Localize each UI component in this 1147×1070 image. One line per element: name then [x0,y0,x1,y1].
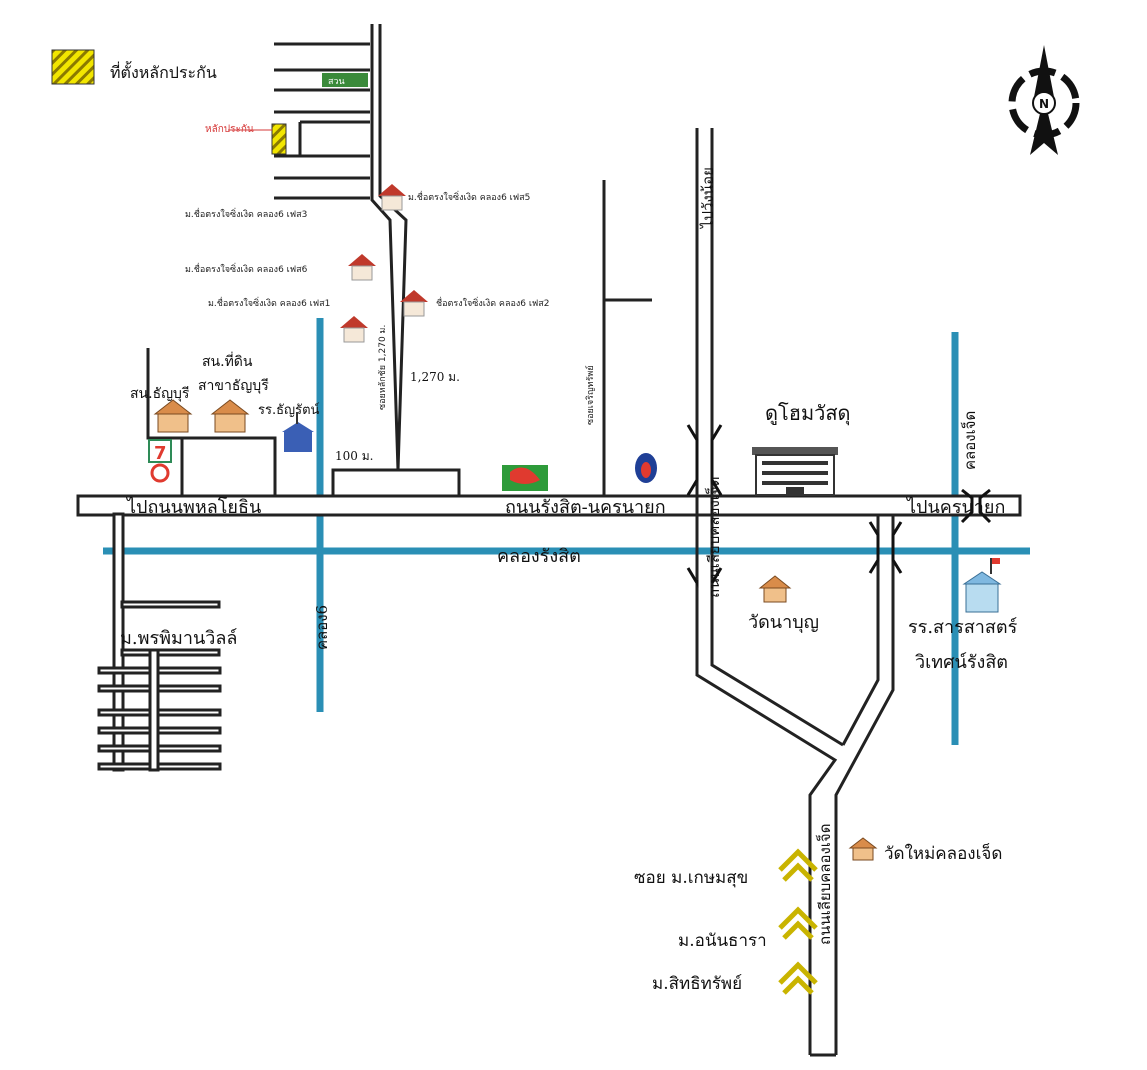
label-house-3: ม.ชื่อตรงใจซิ่งเงิด คลอง6 เฟส3 [185,207,307,220]
svg-text:7: 7 [154,443,167,464]
label-road-main-right: ไปนครนายก [905,496,1005,518]
label-road-main-center: ถนนรังสิต-นครนายก [505,497,666,518]
label-road-side: ซอยหลักชัย 1,270 ม. [378,325,388,410]
label-road-soi: ซอยเจริญทรัพย์ [584,365,596,425]
collateral-soi-lines [274,42,370,200]
collateral-marker-label: หลักประกัน [205,124,254,135]
label-house-2: ชื่อตรงใจซิ่งเงิด คลอง6 เฟส2 [436,296,550,309]
house-icon [340,184,428,343]
road-side-north [331,24,400,496]
label-office-1: สน.ธัญบุรี [130,386,190,402]
pornpiman-soi-lines [97,600,222,772]
label-office-2-line1: สน.ที่ดิน [202,352,253,370]
label-office-2-line2: สาขาธัญบุรี [198,378,269,394]
label-house-6: ม.ชื่อตรงใจซิ่งเงิด คลอง6 เฟส6 [185,262,308,275]
village-icon [778,848,818,995]
store-building-icon [752,447,838,496]
compass-letter: N [1039,97,1049,111]
bank-logo-icon [502,465,548,491]
label-school-left: รร.ธัญรัตน์ [258,402,320,418]
school-left-icon [282,412,314,452]
school-right-icon [962,558,1002,613]
north-compass: N [1008,45,1080,155]
label-road-main-left: ไปถนนพหลโยธิน [125,496,261,518]
park-tag-box [322,73,368,87]
label-road-north: ไปวังน้อย [699,167,717,229]
label-canal-7: คลองเจ็ด [960,411,979,470]
temple-icon [758,575,792,603]
collateral-plot [271,123,287,155]
label-canal-6: คลอง6 [313,605,331,650]
label-school-right-line2: วิเทศน์รังสิต [915,652,1008,673]
road-klong7 [695,128,838,1055]
legend-label: ที่ตั้งหลักประกัน [110,61,217,82]
label-house-5: ม.ชื่อตรงใจซิ่งเงิด คลอง6 เฟส5 [408,190,530,203]
temple-icon [848,837,878,861]
label-wat-mai: วัดใหม่คลองเจ็ด [884,842,1002,864]
road-rangsit-nakhonnayok [76,494,1022,517]
bridge-markers [686,424,992,589]
label-road-klong7-south: ถนนเลียบคลองเจ็ด [815,824,834,945]
seven-eleven-icon: 7 [148,439,172,483]
label-village-sitthi: ม.สิทธิทรัพย์ [652,974,742,994]
legend-swatch [51,49,95,85]
road-left-loop [146,348,277,496]
label-store: ดูโฮมวัสดุ [765,401,851,426]
label-house-1: ม.ชื่อตรงใจซิ่งเงิด คลอง6 เฟส1 [208,296,330,309]
land-office-icon [210,399,250,433]
office-icon [153,399,193,433]
legend: ที่ตั้งหลักประกัน [51,49,217,85]
label-school-right-line1: รร.สารสาสตร์ [908,617,1018,638]
label-wat-napbun: วัดนาบุญ [748,612,819,633]
label-dist-1270: 1,270 ม. [410,370,460,384]
label-village-anan: ม.อนันธารา [678,931,767,951]
label-dist-100: 100 ม. [335,449,373,463]
fuel-station-icon [635,453,657,483]
label-road-klong7: ถนนเลียบคลองเจ็ด [704,477,723,598]
label-soi-kasem: ซอย ม.เกษมสุข [634,868,748,888]
label-village-prim: ม.พรพิมานวิลล์ [120,628,237,649]
label-canal-rangsit: คลองรังสิต [497,546,581,567]
park-tag: สวน [328,77,345,87]
